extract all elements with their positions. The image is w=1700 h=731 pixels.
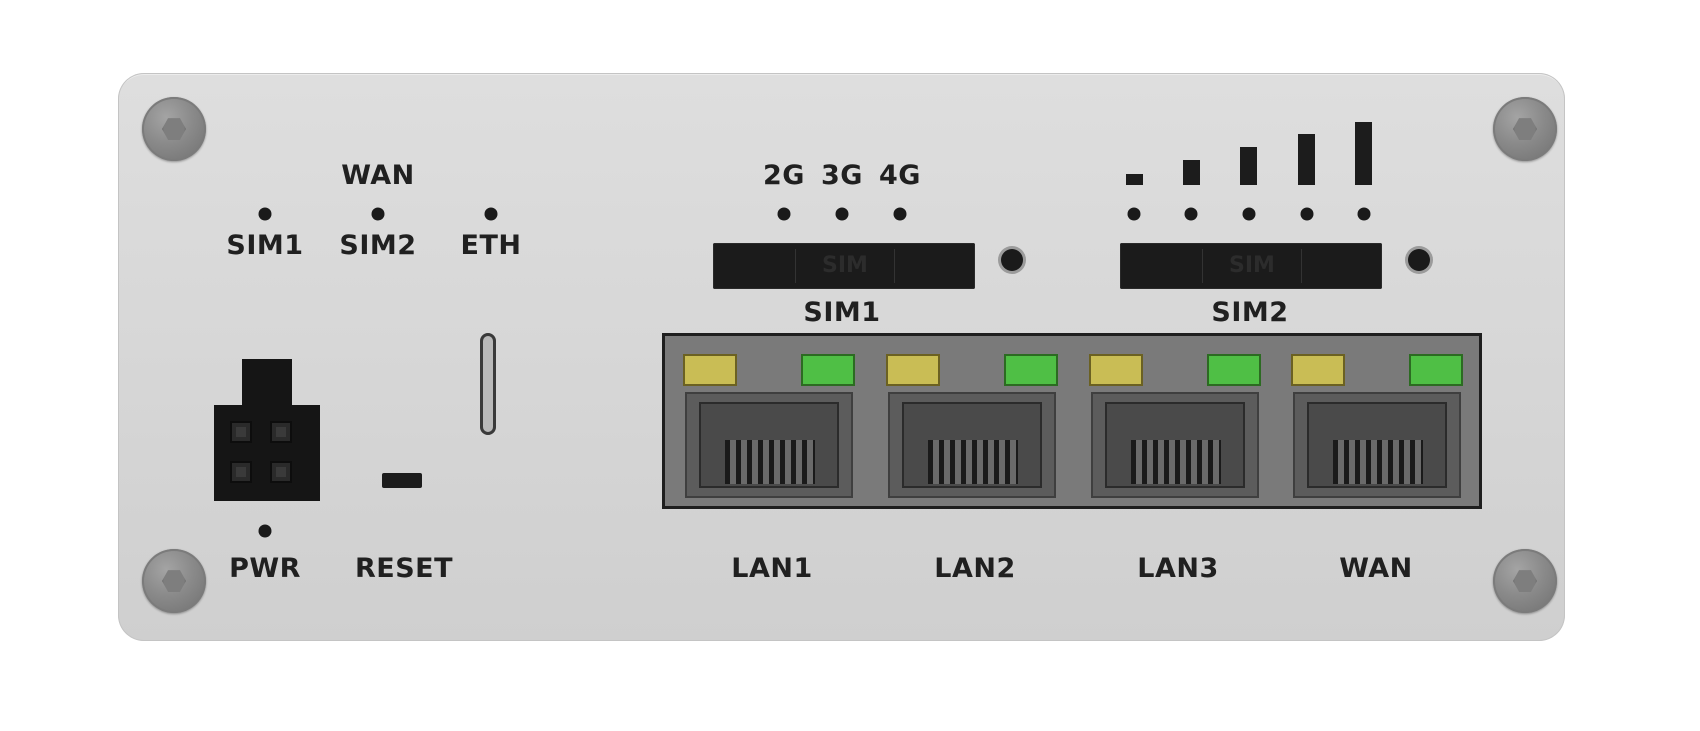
wan-port-housing — [1293, 392, 1461, 498]
screw-bottom-left — [142, 549, 206, 613]
eth-status-led — [484, 207, 498, 221]
signal-bar-2-icon — [1183, 160, 1200, 185]
lan3-label: LAN3 — [1137, 553, 1219, 584]
3g-led — [835, 207, 849, 221]
sim1-led-label: SIM1 — [226, 230, 304, 261]
4g-led — [893, 207, 907, 221]
sim2-eject-hole[interactable] — [1408, 249, 1430, 271]
sim1-eject-hole[interactable] — [1001, 249, 1023, 271]
side-slider — [480, 333, 496, 435]
reset-label: RESET — [354, 553, 454, 584]
sim2-slot[interactable]: SIM — [1120, 243, 1382, 289]
pwr-led — [258, 524, 272, 538]
sim2-led-label: SIM2 — [339, 230, 417, 261]
signal-led-3 — [1242, 207, 1256, 221]
power-pin — [230, 461, 252, 483]
lan1-port-housing — [685, 392, 853, 498]
reset-button[interactable] — [382, 473, 422, 488]
rj45-jack-icon — [1307, 402, 1447, 488]
wan-green-led — [1409, 354, 1463, 386]
wan-amber-led — [1291, 354, 1345, 386]
signal-bar-5-icon — [1355, 122, 1372, 185]
eth-led-label: ETH — [460, 230, 522, 261]
screw-bottom-right — [1493, 549, 1557, 613]
power-connector-latch — [242, 359, 292, 409]
rj45-contacts — [725, 440, 815, 484]
lan1-green-led — [801, 354, 855, 386]
screw-top-right — [1493, 97, 1557, 161]
signal-led-5 — [1357, 207, 1371, 221]
2g-label: 2G — [763, 160, 805, 191]
hex-screw-icon — [1513, 118, 1537, 140]
power-pin — [270, 461, 292, 483]
hex-screw-icon — [162, 118, 186, 140]
rj45-jack-icon — [699, 402, 839, 488]
rj45-contacts — [928, 440, 1018, 484]
pwr-label: PWR — [229, 553, 301, 584]
lan2-port[interactable] — [874, 346, 1070, 506]
3g-label: 3G — [821, 160, 863, 191]
wan-port-label: WAN — [1339, 553, 1413, 584]
signal-bar-3-icon — [1240, 147, 1257, 185]
signal-led-1 — [1127, 207, 1141, 221]
ethernet-port-block — [662, 333, 1482, 509]
power-pin — [270, 421, 292, 443]
power-connector[interactable] — [214, 405, 320, 501]
sim1-slot-tray: SIM — [795, 249, 895, 283]
signal-bar-1-icon — [1126, 174, 1143, 185]
lan3-port[interactable] — [1077, 346, 1273, 506]
2g-led — [777, 207, 791, 221]
lan3-port-housing — [1091, 392, 1259, 498]
signal-led-2 — [1184, 207, 1198, 221]
rj45-contacts — [1333, 440, 1423, 484]
power-pin — [230, 421, 252, 443]
sim1-status-led — [258, 207, 272, 221]
lan2-label: LAN2 — [934, 553, 1016, 584]
hex-screw-icon — [162, 570, 186, 592]
rj45-jack-icon — [1105, 402, 1245, 488]
wan-led-top-label: WAN — [341, 160, 415, 191]
sim1-slot[interactable]: SIM — [713, 243, 975, 289]
rj45-jack-icon — [902, 402, 1042, 488]
hex-screw-icon — [1513, 570, 1537, 592]
screw-top-left — [142, 97, 206, 161]
lan2-green-led — [1004, 354, 1058, 386]
lan1-amber-led — [683, 354, 737, 386]
sim2-slot-tray: SIM — [1202, 249, 1302, 283]
lan1-label: LAN1 — [731, 553, 813, 584]
wan-sim2-status-led — [371, 207, 385, 221]
lan2-port-housing — [888, 392, 1056, 498]
rj45-contacts — [1131, 440, 1221, 484]
sim2-slot-label: SIM2 — [1211, 297, 1289, 328]
lan2-amber-led — [886, 354, 940, 386]
signal-led-4 — [1300, 207, 1314, 221]
lan1-port[interactable] — [671, 346, 867, 506]
wan-port[interactable] — [1279, 346, 1475, 506]
lan3-green-led — [1207, 354, 1261, 386]
signal-bar-4-icon — [1298, 134, 1315, 185]
4g-label: 4G — [879, 160, 921, 191]
sim1-slot-label: SIM1 — [803, 297, 881, 328]
lan3-amber-led — [1089, 354, 1143, 386]
